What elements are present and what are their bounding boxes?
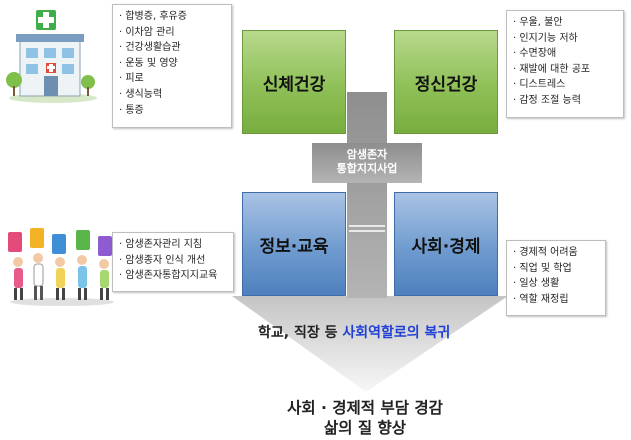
physical-health-box: 신체건강 <box>242 30 346 134</box>
center-label-line1: 암생존자 <box>346 148 388 161</box>
note-item: · 디스트레스 <box>513 79 566 91</box>
info-education-label: 정보·교육 <box>259 236 329 257</box>
social-economic-label: 사회·경제 <box>411 236 481 257</box>
outcome-social-return: 학교, 직장 등 사회역할로의 복귀 <box>258 322 450 342</box>
note-item: · 일상 생활 <box>513 278 560 290</box>
note-item: · 우울, 불안 <box>513 17 563 28</box>
hospital-icon <box>6 10 97 103</box>
social-economic-note: · 경제적 어려움 · 직업 및 학업 · 일상 생활 · 역할 재정립 <box>506 240 606 316</box>
note-item: · 피로 <box>119 73 144 85</box>
note-item: · 이차암 관리 <box>119 26 175 38</box>
physical-health-note: · 합병증, 후유증 · 이차암 관리 · 건강생활습관 · 운동 및 영양 ·… <box>112 4 232 128</box>
outcome-quality-of-life: 사회 · 경제적 부담 경감 삶의 질 향상 <box>230 398 500 438</box>
note-item: · 인지기능 저하 <box>513 32 578 44</box>
social-economic-box: 사회·경제 <box>394 192 498 296</box>
note-item: · 통증 <box>119 104 144 116</box>
note-item: · 재발에 대한 공포 <box>513 63 591 75</box>
note-item: · 역할 재정립 <box>513 293 569 305</box>
center-label-line2: 통합지지사업 <box>336 162 398 175</box>
note-item: · 암생존자관리 지침 <box>119 239 203 250</box>
info-education-note: · 암생존자관리 지침 · 암생종자 인식 개선 · 암생존자통합지지교육 <box>112 232 234 292</box>
outcome-prefix: 학교, 직장 등 <box>258 325 343 341</box>
info-education-box: 정보·교육 <box>242 192 346 296</box>
note-item: · 건강생활습관 <box>119 42 181 54</box>
physical-health-label: 신체건강 <box>262 74 326 95</box>
outcome-line1: 사회 · 경제적 부담 경감 <box>287 399 443 417</box>
note-item: · 생식능력 <box>119 88 163 100</box>
mental-health-box: 정신건강 <box>394 30 498 134</box>
note-item: · 감정 조절 능력 <box>513 94 581 106</box>
mental-health-note: · 우울, 불안 · 인지기능 저하 · 수면장애 · 재발에 대한 공포 · … <box>506 10 624 118</box>
note-item: · 운동 및 영양 <box>119 57 178 69</box>
note-item: · 합병증, 후유증 <box>119 11 187 22</box>
note-item: · 경제적 어려움 <box>513 247 578 258</box>
note-item: · 수면장애 <box>513 48 557 60</box>
outcome-highlight: 사회역할로의 복귀 <box>342 325 451 341</box>
center-label: 암생존자 통합지지사업 <box>312 148 422 176</box>
people-icon <box>8 228 114 306</box>
outcome-line2: 삶의 질 향상 <box>323 419 407 437</box>
note-item: · 암생종자 인식 개선 <box>119 254 206 266</box>
note-item: · 암생존자통합지지교육 <box>119 270 218 282</box>
mental-health-label: 정신건강 <box>414 74 478 95</box>
note-item: · 직업 및 학업 <box>513 262 572 274</box>
